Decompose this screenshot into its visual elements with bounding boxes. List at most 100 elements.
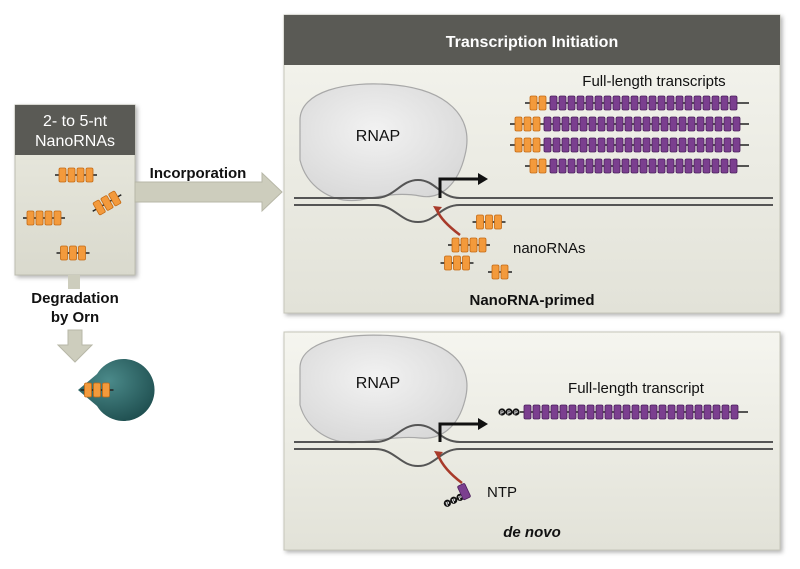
transcript-nucleotide: [597, 137, 606, 153]
nanorna-nucleotide: [469, 237, 478, 253]
transcript-nucleotide: [585, 95, 594, 111]
transcript-nano-nucleotide: [523, 116, 532, 132]
nanorna-nucleotide: [500, 264, 509, 280]
transcript-nucleotide: [648, 158, 657, 174]
transcript-nucleotide: [559, 404, 568, 420]
transcript-nucleotide: [621, 95, 630, 111]
phosphate-letter: P: [445, 501, 451, 508]
transcript-nucleotide: [660, 116, 669, 132]
nanorna-nucleotide: [108, 190, 122, 207]
transcript-nucleotide: [588, 116, 597, 132]
transcript-nucleotide: [658, 404, 667, 420]
orn-nuclease: [78, 359, 155, 421]
ntp-red-arrow-bottom: [436, 454, 463, 484]
phosphate-letter: P: [458, 495, 464, 502]
tss-arrowhead-bottom: [478, 418, 488, 430]
dna-top-strand-upper: [294, 178, 773, 199]
transcript-nano-nucleotide: [514, 116, 523, 132]
nanorna-primed-caption: NanoRNA-primed: [469, 292, 594, 309]
transcript-nucleotide: [561, 137, 570, 153]
nanorna-orn-bound: [80, 382, 114, 398]
rnap-top-label: RNAP: [356, 128, 400, 145]
de-novo-caption: de novo: [503, 524, 561, 541]
transcript-nucleotide: [649, 404, 658, 420]
transcript-nucleotide: [714, 116, 723, 132]
transcript-nucleotide: [622, 404, 631, 420]
transcript-nucleotide: [705, 116, 714, 132]
transcript-nucleotide: [523, 404, 532, 420]
transcript-nucleotide: [624, 137, 633, 153]
degradation-label-line2: by Orn: [51, 309, 99, 326]
transcript-nucleotide: [732, 116, 741, 132]
tss-arrow-bottom: [438, 422, 478, 442]
nanorna-nucleotide: [58, 167, 67, 183]
transcript-nucleotide: [639, 95, 648, 111]
transcript-nucleotide: [603, 95, 612, 111]
transcript-nucleotide: [684, 95, 693, 111]
phosphate-letter: P: [500, 410, 504, 416]
incorporation-red-arrow-top: [435, 209, 461, 236]
nanorna-nucleotide: [53, 210, 62, 226]
transcript-nucleotide: [666, 95, 675, 111]
nanorna-nucleotide: [462, 255, 470, 271]
transcript-nucleotide: [651, 137, 660, 153]
transcript-nucleotide: [705, 137, 714, 153]
transcript-nucleotide: [729, 158, 738, 174]
nanorna-left-2: [92, 190, 122, 216]
transcript-nucleotide: [693, 158, 702, 174]
nanorna-nucleotide: [92, 199, 106, 216]
transcript-nucleotide: [696, 116, 705, 132]
transcript-nucleotide: [630, 158, 639, 174]
nanorna-nucleotide: [84, 382, 92, 398]
transcript-nucleotide: [561, 116, 570, 132]
nanorna-left-1: [55, 167, 97, 183]
transcript-nucleotide: [630, 95, 639, 111]
full-length-transcripts-label: Full-length transcripts: [582, 73, 725, 90]
transcript-nucleotide: [595, 404, 604, 420]
degradation-arrow: [56, 329, 94, 363]
transcript-row-4: [525, 158, 749, 174]
phosphate-circle: [450, 496, 458, 504]
transcript-nucleotide: [588, 137, 597, 153]
transcript-nucleotide: [702, 158, 711, 174]
transcript-nucleotide: [597, 116, 606, 132]
nanorna-nucleotide: [444, 255, 452, 271]
transcript-nucleotide: [685, 404, 694, 420]
rnap-top: [299, 83, 468, 202]
transcript-nucleotide: [729, 95, 738, 111]
transcript-nucleotide: [687, 116, 696, 132]
transcript-nucleotide: [549, 95, 558, 111]
transcript-nucleotide: [579, 116, 588, 132]
transcript-nucleotide: [586, 404, 595, 420]
transcript-nucleotide: [568, 404, 577, 420]
transcript-nano-nucleotide: [532, 137, 541, 153]
transcript-nucleotide: [694, 404, 703, 420]
transcript-nucleotide: [712, 404, 721, 420]
nanorna-free-4: [488, 264, 512, 280]
transcript-nucleotide: [606, 137, 615, 153]
nanorna-nucleotide: [476, 214, 484, 230]
transcript-nucleotide: [633, 116, 642, 132]
transcript-nucleotide: [594, 95, 603, 111]
phosphate-circle: [498, 408, 506, 416]
transcript-nano-nucleotide: [514, 137, 523, 153]
nanorna-free-2: [448, 237, 490, 253]
full-length-transcripts: [510, 95, 749, 174]
transcript-nucleotide: [657, 95, 666, 111]
nanorna-nucleotide: [451, 237, 460, 253]
full-length-transcript-label: Full-length transcript: [568, 380, 705, 397]
transcript-nucleotide: [669, 116, 678, 132]
transcript-nucleotide: [702, 95, 711, 111]
incorporation-label: Incorporation: [150, 165, 247, 182]
incorporation-arrow-shape: [134, 171, 283, 213]
incorporation-red-arrowhead-top: [433, 206, 442, 213]
nanorna-pool-header-line1: 2- to 5-nt: [43, 113, 108, 130]
phosphate-circle: [512, 408, 520, 416]
transcript-nano-nucleotide: [538, 95, 547, 111]
transcript-nucleotide: [624, 116, 633, 132]
transcript-nucleotide: [615, 116, 624, 132]
transcript-nucleotide: [678, 116, 687, 132]
